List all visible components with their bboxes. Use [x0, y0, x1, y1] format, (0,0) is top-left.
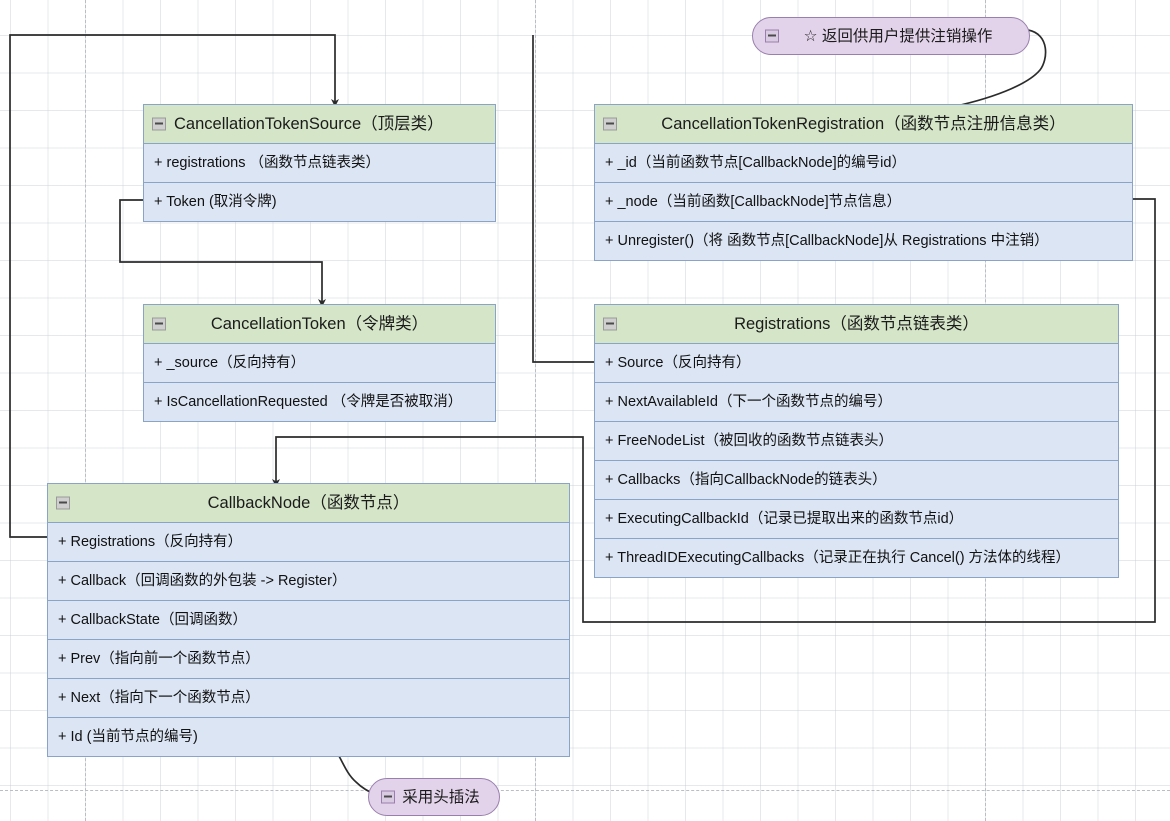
class-title-text: CancellationTokenSource（顶层类）	[174, 115, 444, 133]
collapse-icon[interactable]	[56, 496, 70, 510]
class-attribute-row: + _node（当前函数[CallbackNode]节点信息）	[595, 183, 1132, 222]
class-attribute-row: + FreeNodeList（被回收的函数节点链表头）	[595, 422, 1118, 461]
class-attribute-row: + Callbacks（指向CallbackNode的链表头）	[595, 461, 1118, 500]
class-box-cancellation-token-registration[interactable]: CancellationTokenRegistration（函数节点注册信息类）…	[594, 104, 1133, 261]
class-attribute-row: + Registrations（反向持有）	[48, 523, 569, 562]
class-title-callback-node: CallbackNode（函数节点）	[48, 484, 569, 523]
class-attribute-row: + Prev（指向前一个函数节点）	[48, 640, 569, 679]
collapse-icon[interactable]	[152, 317, 166, 331]
class-attribute-row: + IsCancellationRequested （令牌是否被取消）	[144, 383, 495, 421]
collapse-icon[interactable]	[603, 317, 617, 331]
class-box-registrations[interactable]: Registrations（函数节点链表类） + Source（反向持有） + …	[594, 304, 1119, 578]
star-icon: ☆	[803, 28, 818, 45]
class-box-cancellation-token[interactable]: CancellationToken（令牌类） + _source（反向持有） +…	[143, 304, 496, 422]
class-box-callback-node[interactable]: CallbackNode（函数节点） + Registrations（反向持有）…	[47, 483, 570, 757]
class-title-cancellation-token-source: CancellationTokenSource（顶层类）	[144, 105, 495, 144]
class-attribute-row: + Source（反向持有）	[595, 344, 1118, 383]
class-attribute-row: + Token (取消令牌)	[144, 183, 495, 221]
class-method-row: + Unregister()（将 函数节点[CallbackNode]从 Reg…	[595, 222, 1132, 260]
collapse-icon[interactable]	[152, 117, 166, 131]
edge-registration-to-callbacknode	[272, 198, 1156, 623]
class-attribute-row: + _id（当前函数节点[CallbackNode]的编号id）	[595, 144, 1132, 183]
note-text: 采用头插法	[402, 789, 480, 806]
class-attribute-row: + registrations （函数节点链表类）	[144, 144, 495, 183]
edge-token-to-cancellationtoken	[119, 199, 326, 307]
class-attribute-row: + _source（反向持有）	[144, 344, 495, 383]
class-box-cancellation-token-source[interactable]: CancellationTokenSource（顶层类） + registrat…	[143, 104, 496, 222]
edge-top-to-registrations-source	[532, 35, 594, 363]
class-title-cancellation-token-registration: CancellationTokenRegistration（函数节点注册信息类）	[595, 105, 1132, 144]
class-title-text: Registrations（函数节点链表类）	[734, 315, 979, 333]
collapse-icon[interactable]	[381, 790, 395, 804]
class-attribute-row: + Callback（回调函数的外包装 -> Register）	[48, 562, 569, 601]
class-attribute-row: + Next（指向下一个函数节点）	[48, 679, 569, 718]
collapse-icon[interactable]	[603, 117, 617, 131]
note-head-insert[interactable]: 采用头插法	[368, 778, 500, 816]
class-title-registrations: Registrations（函数节点链表类）	[595, 305, 1118, 344]
class-attribute-row: + ExecutingCallbackId（记录已提取出来的函数节点id）	[595, 500, 1118, 539]
class-title-cancellation-token: CancellationToken（令牌类）	[144, 305, 495, 344]
class-attribute-row: + ThreadIDExecutingCallbacks（记录正在执行 Canc…	[595, 539, 1118, 577]
class-title-text: CallbackNode（函数节点）	[207, 494, 410, 512]
note-text: 返回供用户提供注销操作	[821, 28, 993, 45]
class-title-text: CancellationTokenRegistration（函数节点注册信息类）	[661, 115, 1066, 133]
class-attribute-row: + Id (当前节点的编号)	[48, 718, 569, 756]
note-unregister[interactable]: ☆ 返回供用户提供注销操作	[752, 17, 1030, 55]
class-attribute-row: + NextAvailableId（下一个函数节点的编号）	[595, 383, 1118, 422]
collapse-icon[interactable]	[765, 29, 779, 43]
edge-note-unregister-leader	[951, 29, 1047, 108]
edge-callbacknode-to-source	[9, 34, 339, 538]
class-attribute-row: + CallbackState（回调函数）	[48, 601, 569, 640]
class-title-text: CancellationToken（令牌类）	[210, 315, 429, 333]
